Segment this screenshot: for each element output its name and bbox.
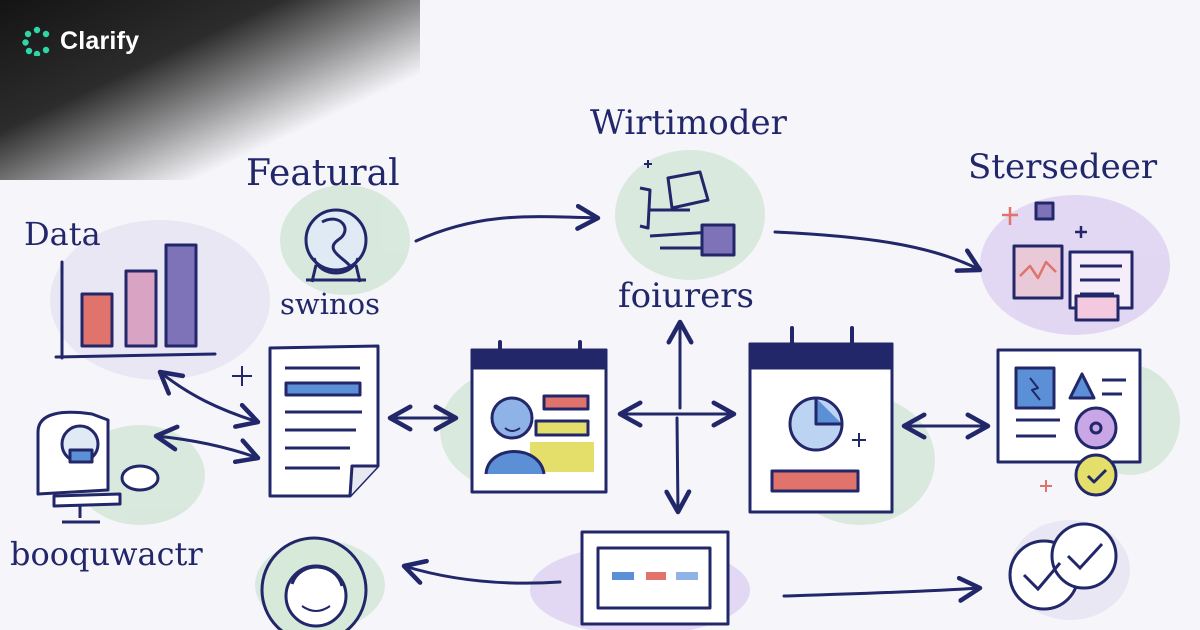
calendar-chart-icon xyxy=(748,326,894,514)
label-wirtimoder: Wirtimoder xyxy=(590,103,787,143)
brand-name: Clarify xyxy=(60,26,140,55)
flowchart-icon xyxy=(639,160,736,257)
connector-arrows xyxy=(153,203,991,603)
document-icon xyxy=(268,344,380,498)
user-computer-icon xyxy=(36,410,160,524)
corner-shade xyxy=(0,0,420,180)
label-data: Data xyxy=(24,215,101,253)
label-booquwactr: booquwactr xyxy=(10,535,203,573)
label-stersedeer: Stersedeer xyxy=(968,147,1158,187)
user-face-icon xyxy=(260,536,368,630)
clarify-logo-icon xyxy=(22,26,50,56)
label-foiurers: foiurers xyxy=(618,276,754,316)
globe-head-icon xyxy=(304,208,368,283)
dashboard-card-icon xyxy=(996,348,1142,497)
double-check-icon xyxy=(1008,522,1118,611)
browser-window-icon xyxy=(580,530,730,626)
label-featural: Featural xyxy=(246,153,400,194)
profile-card-icon xyxy=(470,340,608,494)
analytics-cards-icon xyxy=(1002,201,1134,322)
brand-logo[interactable]: Clarify xyxy=(22,26,139,56)
bar-chart-icon xyxy=(54,243,217,360)
label-swinos: swinos xyxy=(280,287,380,321)
sparkle-icon xyxy=(232,366,252,386)
